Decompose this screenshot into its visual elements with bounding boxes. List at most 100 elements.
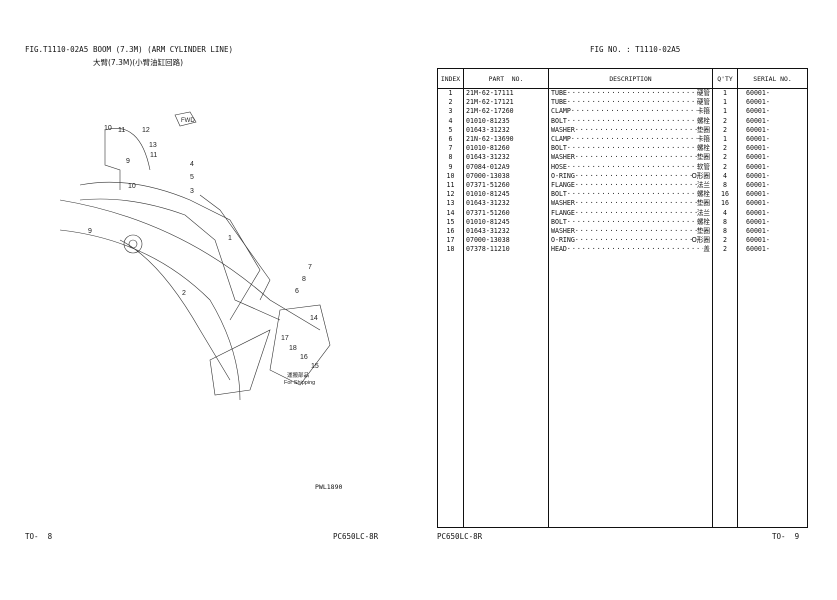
row-description: CLAMP卡箍: [548, 135, 713, 145]
row-part-no: 07371-51260: [463, 181, 549, 191]
page-number-right: TO- 9: [772, 532, 800, 541]
row-part-no: 21M-62-17121: [463, 98, 549, 108]
row-serial: 60001-: [737, 190, 808, 200]
row-serial: 60001-: [737, 236, 808, 246]
callout-6: 6: [295, 288, 299, 295]
row-description: TUBE硬管: [548, 88, 713, 99]
row-part-no: 21M-62-17260: [463, 107, 549, 117]
row-qty: 2: [712, 125, 738, 136]
row-part-no: 07084-012A9: [463, 162, 549, 172]
page-number-left: TO- 8: [25, 532, 53, 541]
callout-2: 2: [182, 290, 186, 297]
row-index: 2: [437, 98, 464, 108]
description-en: HEAD: [551, 245, 567, 254]
model-left: PC650LC-8R: [333, 532, 379, 541]
boom-outline: [59, 111, 331, 401]
callout-7: 7: [308, 264, 312, 271]
row-index: 12: [437, 190, 464, 200]
row-part-no: 07000-13038: [463, 171, 549, 182]
row-index: 8: [437, 153, 464, 163]
row-part-no: 01010-81235: [463, 116, 549, 126]
row-serial: 60001-: [737, 227, 808, 237]
row-index: 7: [437, 144, 464, 154]
row-qty: 2: [712, 162, 738, 172]
row-serial: 60001-: [737, 162, 808, 172]
callout-5: 5: [190, 174, 194, 181]
description-cn: 垫圈: [696, 227, 710, 236]
parts-table: INDEX PART NO. DESCRIPTION Q'TY SERIAL N…: [437, 68, 808, 528]
callout-9: 9: [126, 158, 130, 165]
row-description: O-RINGO形圈: [548, 171, 713, 182]
row-serial: 60001-: [737, 144, 808, 154]
row-serial: 60001-: [737, 208, 808, 218]
row-description: HOSE 软管: [548, 162, 713, 172]
description-en: FLANGE: [551, 181, 575, 190]
description-cn: 螺栓: [696, 144, 710, 153]
row-part-no: 01643-31232: [463, 125, 549, 136]
drawing-code: PWL1890: [315, 483, 343, 491]
description-cn: 垫圈: [696, 199, 710, 208]
callout-10: 10: [104, 125, 112, 132]
table-filler: [437, 254, 808, 528]
row-description: WASHER 垫圈: [548, 227, 713, 237]
description-cn: O形圈: [691, 236, 710, 245]
row-qty: 8: [712, 217, 738, 228]
header-part-no: PART NO.: [463, 68, 549, 89]
description-en: CLAMP: [551, 107, 571, 116]
row-serial: 60001-: [737, 98, 808, 108]
description-en: CLAMP: [551, 135, 571, 144]
row-description: BOLT螺栓: [548, 217, 713, 228]
row-qty: 4: [712, 171, 738, 182]
row-index: 14: [437, 208, 464, 218]
shipping-label-en: For Shipping: [284, 380, 315, 386]
description-cn: 卡箍: [696, 107, 710, 116]
row-part-no: 01643-31232: [463, 153, 549, 163]
description-cn: 垫圈: [696, 125, 710, 134]
description-cn: 螺栓: [696, 190, 710, 199]
callout-9b: 9: [88, 228, 92, 235]
callout-16: 16: [300, 354, 308, 361]
row-part-no: 07371-51260: [463, 208, 549, 218]
row-description: WASHER垫圈: [548, 125, 713, 136]
row-index: 16: [437, 227, 464, 237]
row-serial: 60001-: [737, 181, 808, 191]
row-index: 3: [437, 107, 464, 117]
row-part-no: 21N-62-13690: [463, 135, 549, 145]
row-qty: 2: [712, 153, 738, 163]
row-part-no: 07000-13038: [463, 236, 549, 246]
row-qty: 2: [712, 144, 738, 154]
callout-1: 1: [228, 235, 232, 242]
description-en: WASHER: [551, 199, 575, 208]
row-qty: 16: [712, 190, 738, 200]
row-serial: 60001-: [737, 88, 808, 99]
row-description: WASHER 垫圈: [548, 199, 713, 209]
callout-14: 14: [310, 315, 318, 322]
description-en: WASHER: [551, 227, 575, 236]
fwd-arrow-label: FWD: [181, 118, 195, 124]
description-en: BOLT: [551, 190, 567, 199]
row-part-no: 01010-81245: [463, 190, 549, 200]
description-cn: 软管: [696, 162, 710, 171]
row-part-no: 07378-11210: [463, 245, 549, 255]
callout-15: 15: [311, 363, 319, 370]
row-serial: 60001-: [737, 217, 808, 228]
callout-11: 11: [118, 127, 125, 134]
row-serial: 60001-: [737, 153, 808, 163]
row-qty: 1: [712, 107, 738, 117]
description-en: HOSE: [551, 162, 567, 171]
row-serial: 60001-: [737, 116, 808, 126]
shipping-label-cn: 運搬部品: [287, 371, 310, 379]
row-part-no: 01643-31232: [463, 199, 549, 209]
